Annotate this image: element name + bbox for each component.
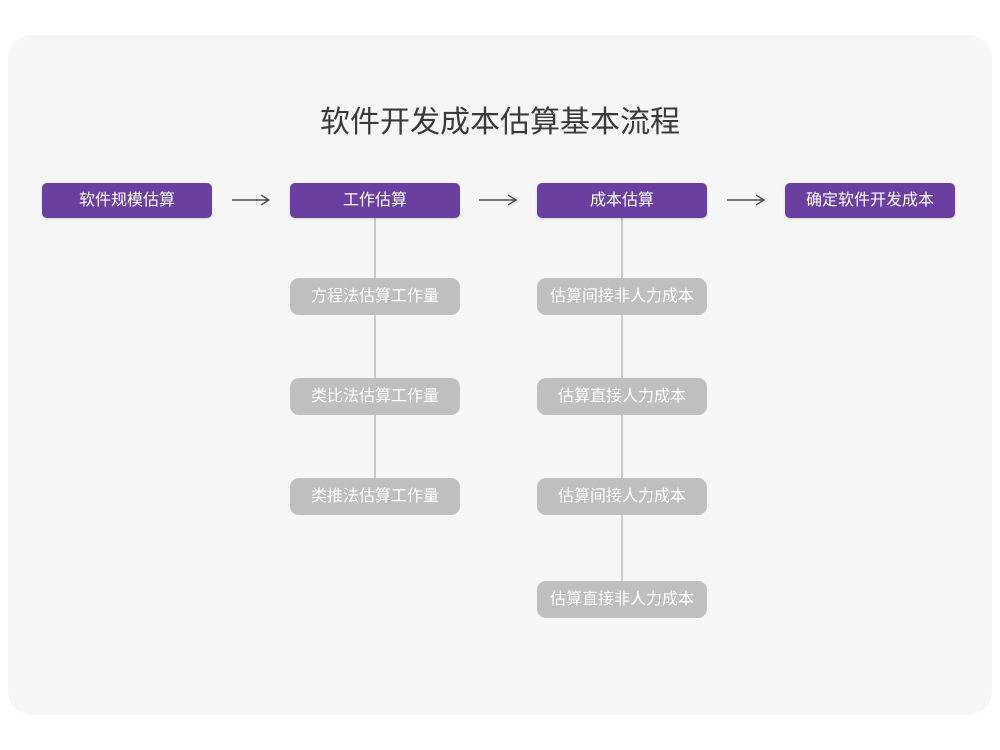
flow-node-cost-estimation: 成本估算 (537, 183, 707, 218)
sub-node-equation-method: 方程法估算工作量 (290, 278, 460, 315)
sub-node-direct-non-labor-cost: 估算直接非人力成本 (537, 581, 707, 618)
connector-line-work-estimation (374, 218, 376, 497)
sub-node-extrapolation-method: 类推法估算工作量 (290, 478, 460, 515)
sub-node-indirect-labor-cost: 估算间接人力成本 (537, 478, 707, 515)
diagram-title: 软件开发成本估算基本流程 (320, 106, 680, 139)
diagram-card (8, 35, 992, 715)
arrow-right-icon (232, 194, 271, 206)
flow-node-software-scale-estimation: 软件规模估算 (42, 183, 212, 218)
sub-node-direct-labor-cost: 估算直接人力成本 (537, 378, 707, 415)
flow-node-determine-development-cost: 确定软件开发成本 (785, 183, 955, 218)
flow-node-work-estimation: 工作估算 (290, 183, 460, 218)
sub-node-indirect-non-labor-cost: 估算间接非人力成本 (537, 278, 707, 315)
arrow-right-icon (727, 194, 766, 206)
arrow-right-icon (479, 194, 518, 206)
sub-node-analogy-method: 类比法估算工作量 (290, 378, 460, 415)
